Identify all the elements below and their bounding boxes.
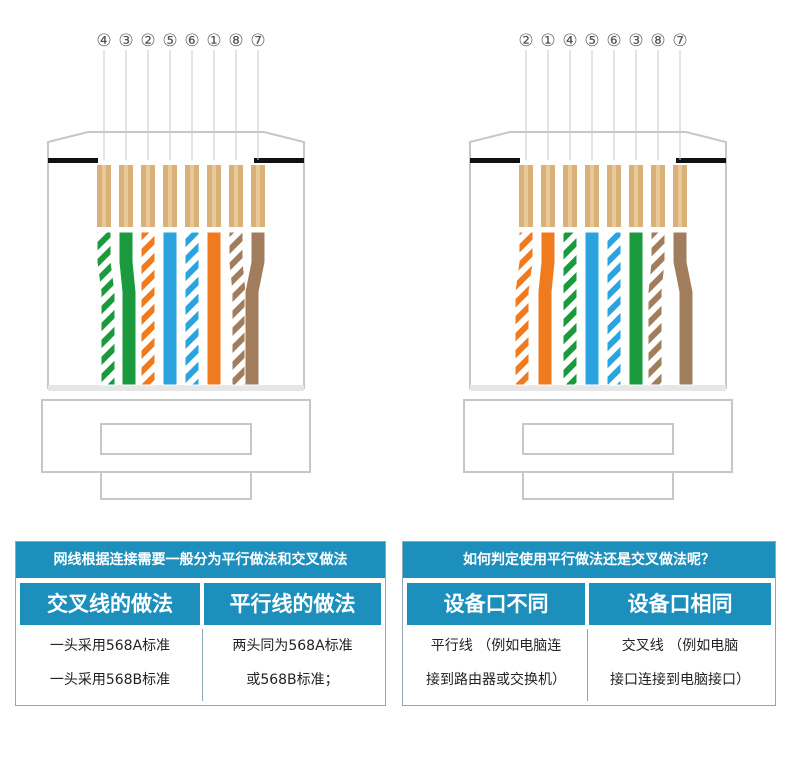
wire-blue xyxy=(162,231,178,386)
different-ports-description: 平行线 （例如电脑连 接到路由器或交换机） xyxy=(407,629,585,697)
jacket-edge xyxy=(48,385,304,391)
contact-highlight xyxy=(146,165,150,227)
wire-brown xyxy=(672,231,694,386)
wire-blue xyxy=(584,231,600,386)
crossover-header: 交叉线的做法 xyxy=(20,583,200,625)
right-info-panel: 如何判定使用平行做法还是交叉做法呢？ 设备口不同 设备口相同 平行线 （例如电脑… xyxy=(402,541,776,706)
contact-highlight xyxy=(656,165,660,227)
pin-number-label: ⑦ xyxy=(250,31,265,51)
contact-highlight xyxy=(590,165,594,227)
pin-number-label: ④ xyxy=(96,31,111,51)
straight-header: 平行线的做法 xyxy=(204,583,381,625)
pin-number-label: ② xyxy=(518,31,533,51)
same-ports-description: 交叉线 （例如电脑 接口连接到电脑接口） xyxy=(589,629,771,697)
pin-number-label: ① xyxy=(540,31,555,51)
contact-highlight xyxy=(124,165,128,227)
contact-highlight xyxy=(678,165,682,227)
column-divider xyxy=(587,629,588,701)
contact-highlight xyxy=(234,165,238,227)
wire-brown-white xyxy=(647,231,666,386)
contact-highlight xyxy=(524,165,528,227)
wire-orange xyxy=(537,231,556,386)
crossover-line-1: 一头采用568A标准 xyxy=(49,638,171,654)
contact-slot xyxy=(98,150,254,165)
wire-brown xyxy=(244,231,266,386)
wire-green-white xyxy=(562,231,578,386)
different-ports-line-1: 平行线 （例如电脑连 xyxy=(430,638,562,654)
wire-orange-white xyxy=(140,231,156,386)
pin-number-label: ⑤ xyxy=(584,31,599,51)
pin-number-label: ⑥ xyxy=(606,31,621,51)
crossover-line-2: 一头采用568B标准 xyxy=(49,672,171,688)
pin-number-label: ⑦ xyxy=(672,31,687,51)
wire-green-white xyxy=(96,231,116,386)
contact-highlight xyxy=(212,165,216,227)
pin-number-label: ③ xyxy=(118,31,133,51)
same-ports-line-1: 交叉线 （例如电脑 xyxy=(621,638,739,654)
wire-brown-white xyxy=(228,231,247,386)
wire-green xyxy=(118,231,137,386)
jacket-edge xyxy=(470,385,726,391)
right-panel-title: 如何判定使用平行做法还是交叉做法呢？ xyxy=(403,542,775,578)
pin-number-label: ⑧ xyxy=(650,31,665,51)
straight-line-2: 或568B标准； xyxy=(246,672,339,688)
left-panel-title: 网线根据连接需要一般分为平行做法和交叉做法 xyxy=(16,542,385,578)
left-info-panel: 网线根据连接需要一般分为平行做法和交叉做法 交叉线的做法 平行线的做法 一头采用… xyxy=(15,541,386,706)
pin-number-label: ⑧ xyxy=(228,31,243,51)
contact-highlight xyxy=(168,165,172,227)
pin-number-label: ① xyxy=(206,31,221,51)
contact-highlight xyxy=(256,165,260,227)
straight-description: 两头同为568A标准 或568B标准； xyxy=(204,629,381,697)
same-ports-header: 设备口相同 xyxy=(589,583,771,625)
contact-slot xyxy=(520,150,676,165)
wire-green xyxy=(628,231,644,386)
wire-orange-white xyxy=(514,231,534,386)
contact-highlight xyxy=(546,165,550,227)
wire-orange xyxy=(206,231,222,386)
contact-highlight xyxy=(568,165,572,227)
latch-tab xyxy=(522,471,674,500)
same-ports-line-2: 接口连接到电脑接口） xyxy=(610,672,750,688)
pin-number-label: ③ xyxy=(628,31,643,51)
pin-number-label: ⑤ xyxy=(162,31,177,51)
different-ports-header: 设备口不同 xyxy=(407,583,585,625)
pin-number-label: ④ xyxy=(562,31,577,51)
latch-tab xyxy=(100,471,252,500)
wire-blue-white xyxy=(606,231,622,386)
contact-highlight xyxy=(190,165,194,227)
latch-window xyxy=(100,423,252,455)
straight-line-1: 两头同为568A标准 xyxy=(232,638,353,654)
contact-highlight xyxy=(634,165,638,227)
pin-number-label: ⑥ xyxy=(184,31,199,51)
pin-number-label: ② xyxy=(140,31,155,51)
wire-blue-white xyxy=(184,231,200,386)
contact-highlight xyxy=(102,165,106,227)
different-ports-line-2: 接到路由器或交换机） xyxy=(426,672,566,688)
contact-highlight xyxy=(612,165,616,227)
crossover-description: 一头采用568A标准 一头采用568B标准 xyxy=(20,629,200,697)
column-divider xyxy=(202,629,203,701)
latch-window xyxy=(522,423,674,455)
